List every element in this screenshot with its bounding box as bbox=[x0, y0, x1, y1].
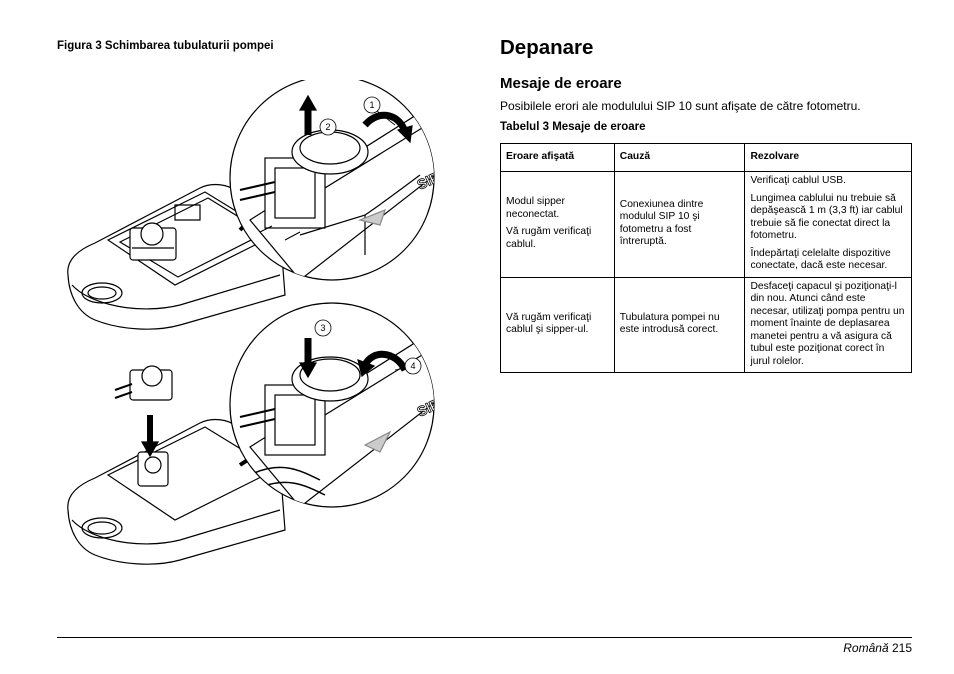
photometer-device-top bbox=[67, 183, 286, 330]
svg-text:3: 3 bbox=[320, 323, 325, 333]
callout-4: 4 bbox=[394, 357, 422, 375]
callout-1: 1 bbox=[363, 96, 396, 126]
svg-text:2: 2 bbox=[325, 122, 330, 132]
error-messages-table: Eroare afişată Cauză Rezolvare Modul sip… bbox=[500, 143, 912, 373]
figure-caption: Figura 3 Schimbarea tubulaturii pompei bbox=[57, 40, 274, 52]
table-caption: Tabelul 3 Mesaje de eroare bbox=[500, 121, 646, 133]
cause-cell: Conexiunea dintre modulul SIP 10 şi foto… bbox=[613, 171, 746, 278]
footer-language: Română bbox=[843, 641, 889, 655]
intro-paragraph: Posibilele erori ale modulului SIP 10 su… bbox=[500, 99, 861, 113]
header-resolution: Rezolvare bbox=[744, 143, 912, 172]
table-row: Vă rugăm verificaţi cablul şi sipper-ul.… bbox=[500, 276, 912, 373]
svg-text:1: 1 bbox=[369, 100, 374, 110]
zoom-detail-top: SIP 10 bbox=[239, 99, 434, 280]
page-footer: Română 215 bbox=[843, 641, 912, 655]
cause-cell: Tubulatura pompei nu este introdusă core… bbox=[613, 276, 746, 373]
resolution-cell: Verificaţi cablul USB. Lungimea cablului… bbox=[744, 171, 912, 278]
table-header-row: Eroare afişată Cauză Rezolvare bbox=[500, 143, 912, 172]
page-number: 215 bbox=[891, 641, 912, 655]
resolution-cell: Desfaceţi capacul şi poziţionaţi-l din n… bbox=[744, 276, 912, 373]
table-row: Modul sipper neconectat. Vă rugăm verifi… bbox=[500, 171, 912, 278]
error-cell: Vă rugăm verificaţi cablul şi sipper-ul. bbox=[500, 276, 615, 373]
callout-3: 3 bbox=[314, 319, 332, 337]
section-subtitle: Mesaje de eroare bbox=[500, 75, 622, 92]
footer-divider bbox=[57, 637, 912, 638]
section-title: Depanare bbox=[500, 36, 594, 59]
header-cause: Cauză bbox=[613, 143, 746, 172]
callout-2: 2 bbox=[319, 118, 337, 136]
pump-tubing-illustration: SIP 10 bbox=[67, 80, 435, 565]
photometer-device-bottom bbox=[67, 365, 286, 565]
header-error: Eroare afişată bbox=[500, 143, 615, 172]
svg-text:4: 4 bbox=[410, 361, 415, 371]
error-cell: Modul sipper neconectat. Vă rugăm verifi… bbox=[500, 171, 615, 278]
